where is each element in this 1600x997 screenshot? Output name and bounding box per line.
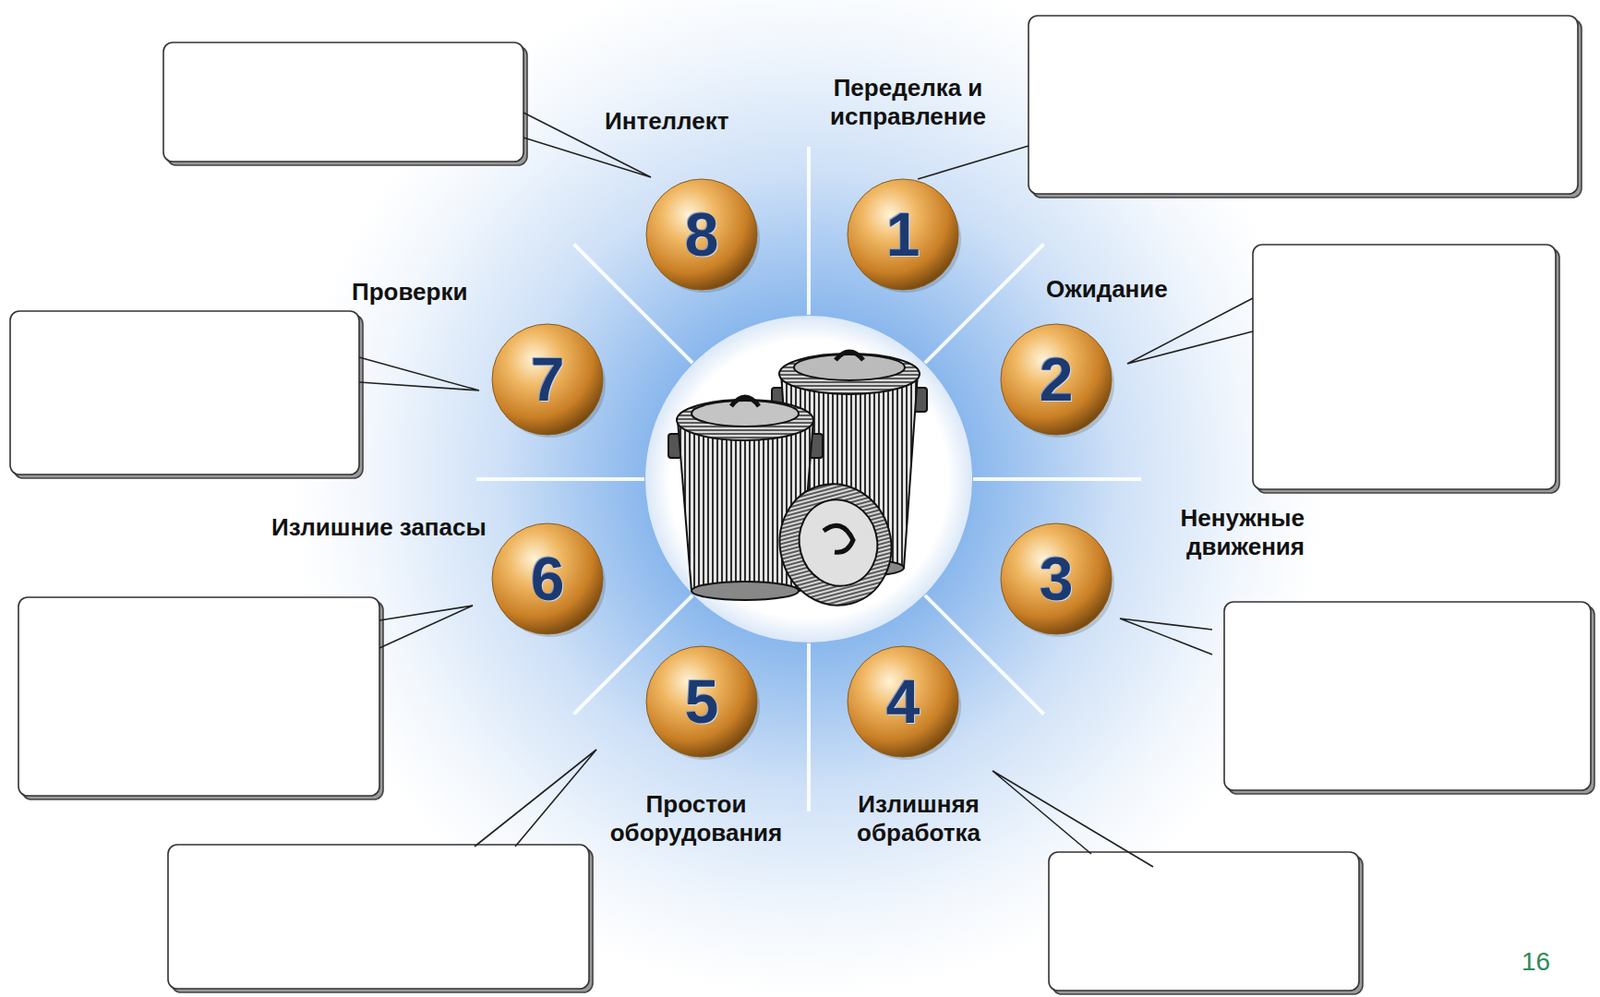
callout-box <box>168 844 593 993</box>
callout-number: 5 <box>643 643 760 760</box>
waste-heading: Ожидание <box>1046 275 1168 304</box>
radial-line <box>973 477 1142 482</box>
leader-line <box>1119 618 1213 655</box>
leader-line <box>379 605 473 649</box>
waste-heading: Проверки <box>351 277 468 307</box>
callout-box <box>1252 244 1560 494</box>
numbered-ball: 2Ожидание <box>998 321 1115 438</box>
callout-number: 6 <box>489 520 606 638</box>
leader-line <box>917 145 1029 180</box>
callout-box <box>18 597 384 800</box>
radial-lines <box>476 146 1142 812</box>
leader-line <box>992 770 1154 867</box>
callout-box <box>1048 852 1363 995</box>
leader-line <box>1127 298 1253 364</box>
callout-box <box>163 42 528 166</box>
waste-heading: Излишняя обработка <box>844 790 993 848</box>
callout-box <box>10 311 363 479</box>
leader-line <box>474 749 597 847</box>
numbered-ball: 3Ненужные движения <box>998 520 1115 638</box>
callout-number: 3 <box>998 520 1115 638</box>
numbered-ball: 8Интеллект <box>643 176 760 293</box>
waste-heading: Переделка и исправление <box>785 73 1031 132</box>
radial-line <box>476 477 645 482</box>
empty-callout-boxes <box>10 15 1595 995</box>
callout-number: 7 <box>489 321 606 438</box>
radial-line <box>806 643 811 812</box>
callout-number: 1 <box>844 176 962 293</box>
page-number: 16 <box>1521 947 1551 977</box>
leader-line <box>359 357 480 391</box>
leader-lines <box>359 112 1253 867</box>
callout-number: 8 <box>643 176 760 293</box>
callout-number: 4 <box>844 643 962 760</box>
waste-heading: Излишние запасы <box>271 513 487 542</box>
callout-number: 2 <box>998 321 1115 438</box>
trash-cans <box>668 351 927 618</box>
radial-line <box>806 146 811 315</box>
numbered-ball: 4Излишняя обработка <box>844 643 962 760</box>
waste-heading: Простои оборудования <box>594 790 798 848</box>
waste-heading: Ненужные движения <box>1096 504 1305 562</box>
center-disc <box>645 315 973 643</box>
callout-box <box>1028 15 1582 198</box>
callout-box <box>1224 601 1595 794</box>
waste-heading: Интеллект <box>604 107 729 136</box>
numbered-ball: 7Проверки <box>489 321 606 438</box>
numbered-ball: 1Переделка и исправление <box>844 176 962 293</box>
numbered-ball: 6Излишние запасы <box>489 520 606 638</box>
numbered-ball: 5Простои оборудования <box>643 643 760 760</box>
